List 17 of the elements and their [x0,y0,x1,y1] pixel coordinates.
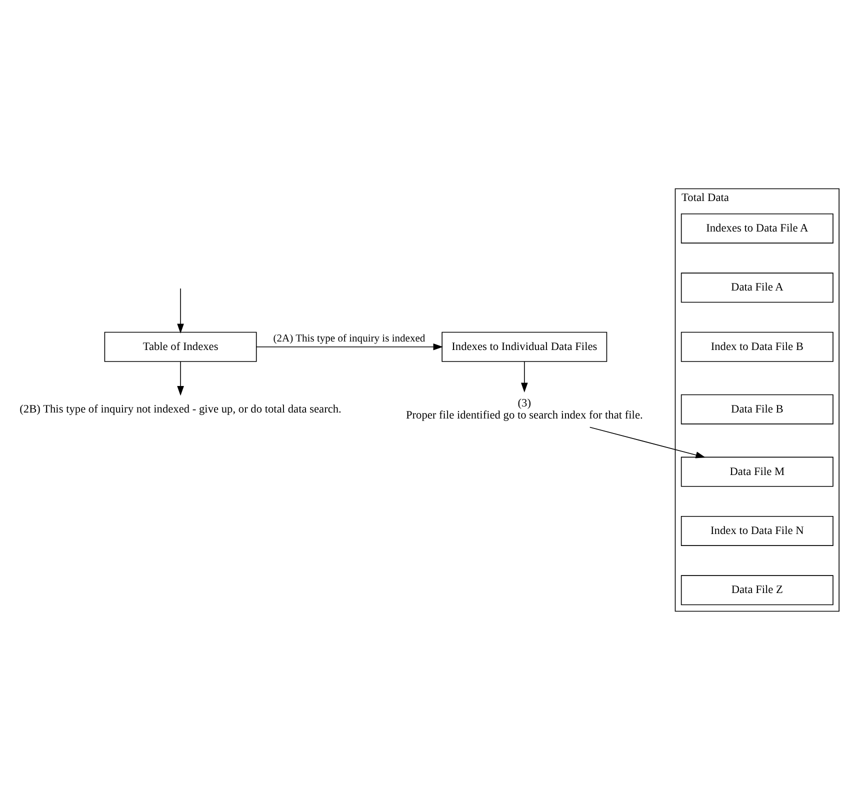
arrow [589,426,706,458]
node-text: (2B) This type of inquiry not indexed - give up, or do total data search. [20,403,342,416]
edge-label: (2A) This type of inquiry is indexed [273,334,426,345]
arrow [177,361,184,396]
node-box: Data File M [680,456,834,487]
node-box: Indexes to Individual Data Files [442,332,608,362]
node-box: Data File Z [680,575,834,606]
node-box: Indexes to Data File A [680,213,834,244]
arrow [256,343,444,350]
node-box: Index to Data File B [680,332,834,362]
arrow [177,288,184,334]
node-box: Data File B [680,394,834,424]
node-box: Index to Data File N [680,516,834,546]
node-box: Table of Indexes [104,332,257,362]
node-text: (3) Proper file identified go to search index for that file. [406,397,643,422]
node-box: Data File A [680,272,834,303]
arrow [521,361,528,393]
